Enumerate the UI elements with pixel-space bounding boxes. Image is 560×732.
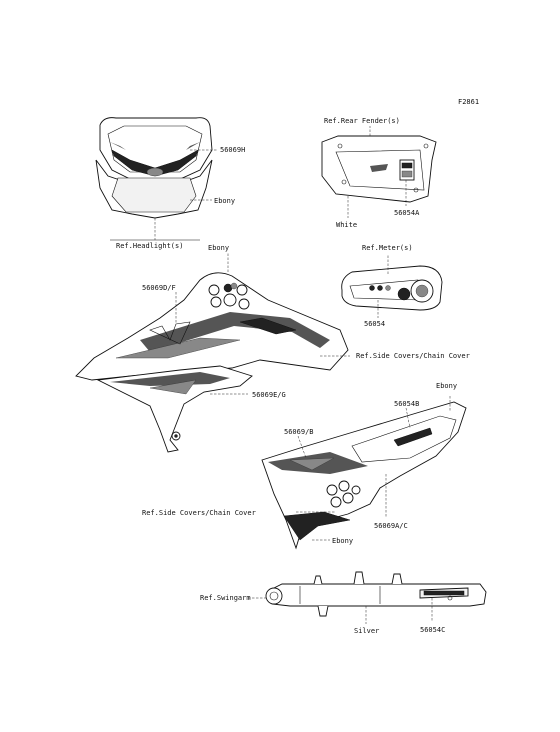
label-ref-meter: Ref.Meter(s) (362, 244, 413, 252)
label-56054A: 56054A (394, 209, 420, 217)
label-56069EG: 56069E/G (252, 391, 286, 399)
side-cover-drawing (261, 401, 467, 550)
label-ref-rear-fender: Ref.Rear Fender(s) (324, 117, 400, 125)
swingarm-drawing (265, 571, 487, 617)
label-56054C: 56054C (420, 626, 445, 634)
label-56054: 56054 (364, 320, 385, 328)
headlight-cowl-drawing (95, 117, 213, 219)
rear-fender-drawing (321, 135, 437, 203)
label-56069H: 56069H (220, 146, 245, 154)
label-ref-side-covers-1: Ref.Side Covers/Chain Cover (356, 352, 470, 360)
label-ref-swingarm: Ref.Swingarm (200, 594, 251, 602)
figure-id: F2861 (458, 98, 479, 106)
label-silver: Silver (354, 627, 379, 635)
label-white: White (336, 221, 357, 229)
label-56054B: 56054B (394, 400, 419, 408)
label-ebony-headlight: Ebony (214, 197, 235, 205)
label-56069AC: 56069A/C (374, 522, 408, 530)
label-ebony-shroud: Ebony (208, 244, 229, 252)
label-56069B: 56069/B (284, 428, 314, 436)
label-ref-headlight: Ref.Headlight(s) (116, 242, 183, 250)
shroud-drawing (75, 272, 349, 453)
label-ebony-chain: Ebony (332, 537, 353, 545)
label-ref-side-covers-2: Ref.Side Covers/Chain Cover (142, 509, 256, 517)
meter-drawing (341, 265, 443, 311)
label-ebony-sidecover: Ebony (436, 382, 457, 390)
label-56069DF: 56069D/F (142, 284, 176, 292)
